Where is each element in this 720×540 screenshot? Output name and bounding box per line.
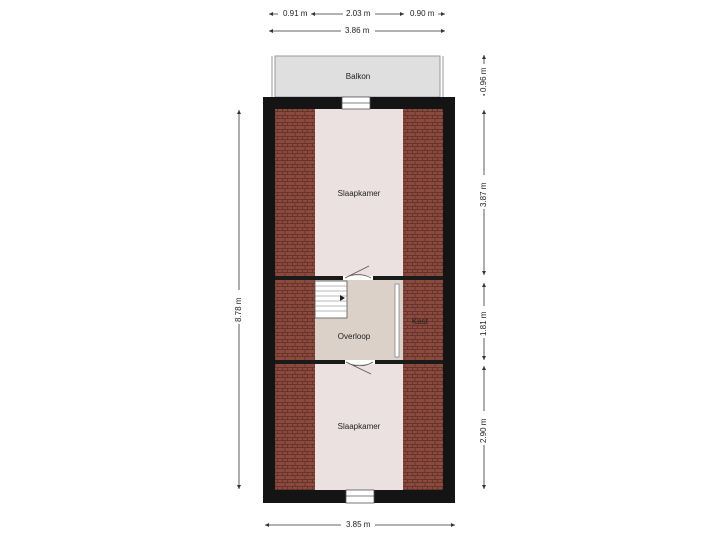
closet-door	[394, 283, 400, 358]
dim-left-total: 8.78 m	[234, 297, 243, 322]
dim-right-bedroom-bottom: 2.90 m	[479, 418, 488, 443]
dim-bottom-total: 3.85 m	[346, 520, 371, 529]
dim-top-total: 3.86 m	[345, 26, 370, 35]
bedroom-bottom	[315, 364, 403, 490]
balcony: Balkon	[271, 55, 444, 98]
roof-slope-right	[403, 109, 443, 490]
closet-label: Kast	[412, 317, 429, 326]
dim-top-left: 0.91 m	[283, 9, 308, 18]
dim-right-bedroom-top: 3.87 m	[479, 182, 488, 207]
bedroom-top	[315, 109, 403, 276]
bedroom-top-label: Slaapkamer	[338, 189, 381, 198]
dim-right-landing: 1.81 m	[479, 311, 488, 336]
dim-top-right: 0.90 m	[410, 9, 435, 18]
roof-slope-left	[275, 109, 315, 490]
dim-right-balcony: 0.96 m	[479, 67, 488, 92]
door-bottom-bedroom	[345, 360, 375, 375]
balcony-label: Balkon	[346, 72, 370, 81]
staircase	[314, 280, 348, 319]
door-top-bedroom	[343, 265, 373, 280]
window-bottom	[345, 489, 375, 504]
balcony-floor	[274, 55, 441, 98]
bedroom-bottom-label: Slaapkamer	[338, 422, 381, 431]
landing-label: Overloop	[338, 332, 371, 341]
dim-top-middle: 2.03 m	[346, 9, 371, 18]
stair-arrow-icon	[340, 295, 345, 301]
window-top	[341, 96, 371, 110]
